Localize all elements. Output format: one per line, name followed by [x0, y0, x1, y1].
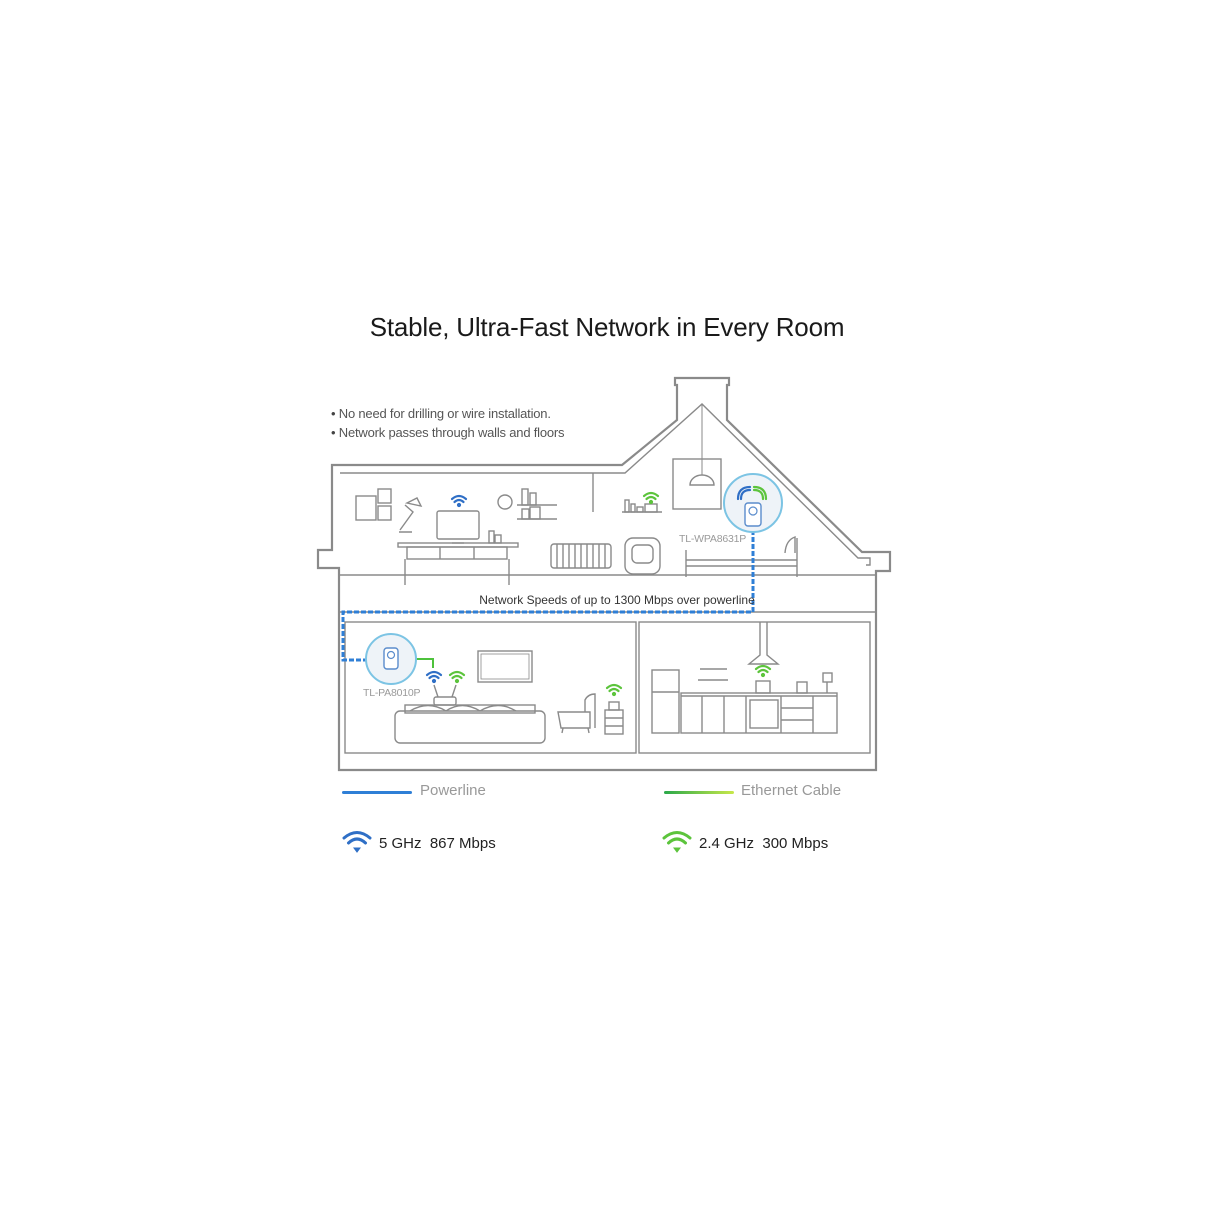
wifi-24ghz-icon [754, 664, 772, 678]
ethernet-cable [414, 658, 434, 668]
wifi-5ghz-icon [736, 485, 752, 501]
wifi-icons [425, 485, 772, 697]
bullet-no-drilling: No need for drilling or wire installatio… [331, 404, 564, 423]
powerline-swatch [342, 791, 412, 794]
kitchen-furniture [651, 622, 838, 734]
legend-wifi-24ghz-icon [662, 831, 692, 853]
legend-5ghz-label: 5 GHz 867 Mbps [379, 835, 496, 852]
legend-wifi-5ghz-icon [342, 831, 372, 853]
bullet-walls-floors: Network passes through walls and floors [331, 423, 565, 442]
device-label-wpa8631p: TL-WPA8631P [679, 533, 747, 545]
wifi-24ghz-icon [752, 485, 768, 501]
wifi-5ghz-icon [450, 494, 468, 508]
feature-bullets: No need for drilling or wire installatio… [331, 404, 565, 442]
upstairs-furniture [355, 488, 798, 585]
living-room-furniture [394, 650, 624, 744]
speed-note: Network Speeds of up to 1300 Mbps over p… [479, 593, 755, 607]
wifi-24ghz-icon [448, 670, 466, 684]
wifi-24ghz-icon [642, 491, 660, 505]
legend-ethernet-label: Ethernet Cable [741, 782, 842, 799]
wifi-24ghz-icon [605, 683, 623, 697]
ethernet-swatch [664, 791, 734, 794]
legend-powerline-label: Powerline [420, 782, 486, 799]
powerline-cable [341, 530, 755, 662]
wpa8631p-adapter [723, 473, 783, 533]
page-title: Stable, Ultra-Fast Network in Every Room [369, 312, 845, 342]
legend-powerline: Powerline [342, 782, 486, 799]
legend-24ghz-label: 2.4 GHz 300 Mbps [699, 835, 829, 852]
legend-ethernet: Ethernet Cable [664, 782, 841, 799]
wifi-5ghz-icon [425, 670, 443, 684]
pa8010p-adapter [365, 633, 417, 685]
device-label-pa8010p: TL-PA8010P [363, 687, 421, 699]
